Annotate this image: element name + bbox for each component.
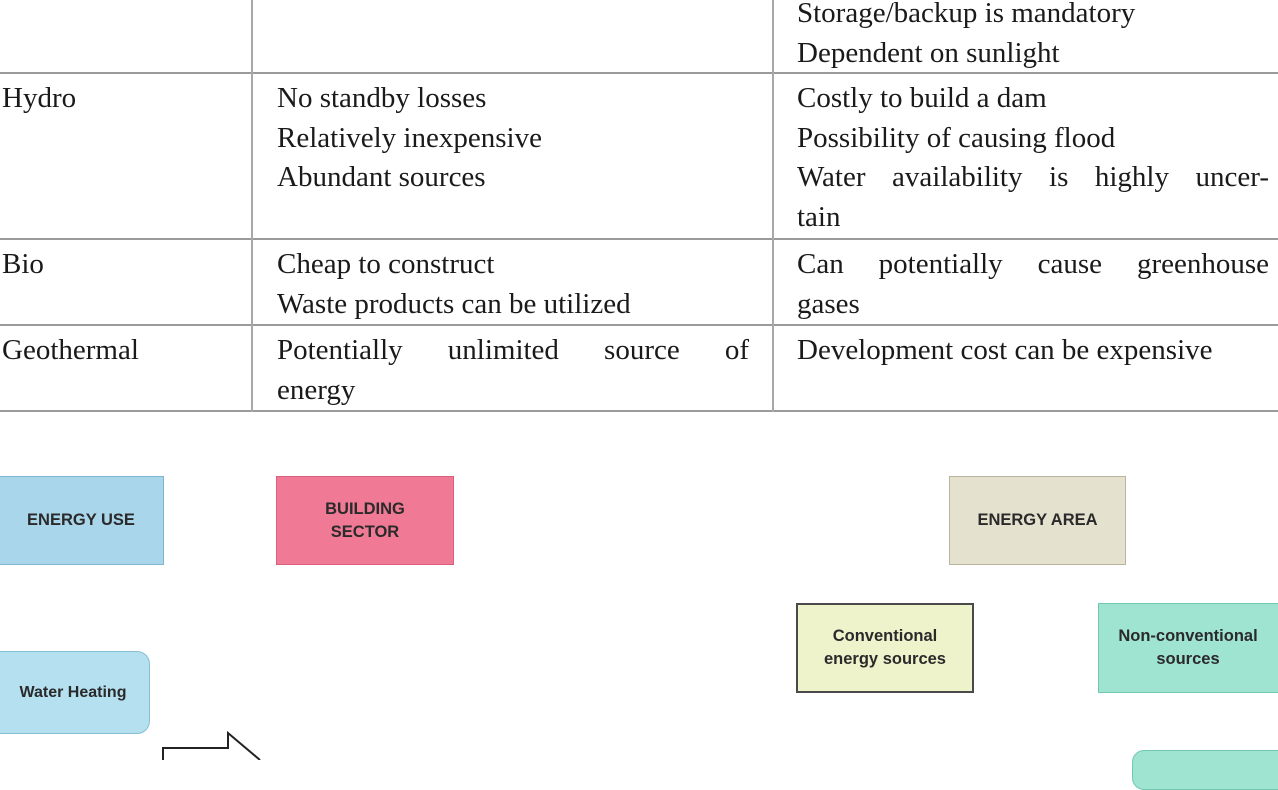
non-conventional-sources-box: Non-conventional sources — [1098, 603, 1278, 693]
cell-line: No standby losses — [277, 82, 487, 114]
cell-line: Bio — [2, 248, 44, 280]
box-label: ENERGY USE — [27, 511, 135, 529]
block-arrow-outline — [162, 730, 261, 760]
row-divider — [0, 238, 1278, 240]
box-label: Water Heating — [19, 684, 127, 701]
conventional-energy-sources-box: Conventional energy sources — [796, 603, 974, 693]
energy-use-box: ENERGY USE — [0, 476, 164, 565]
box-label-line: Non-conventional — [1118, 627, 1258, 645]
row-hydro-disadvantages: Costly to build a dam Possibility of cau… — [797, 79, 1269, 237]
row-bio-source: Bio — [2, 245, 44, 285]
row-solar-disadvantages: Storage/backup is mandatory Dependent on… — [797, 0, 1135, 73]
box-label-line: energy sources — [824, 650, 946, 668]
cell-line: gases — [797, 287, 860, 320]
cell-line: Dependent on sunlight — [797, 36, 1060, 69]
cell-line: Abundant sources — [277, 161, 486, 193]
water-heating-box: Water Heating — [0, 651, 150, 734]
box-label-line: Conventional — [832, 627, 938, 645]
cell-line: Geothermal — [2, 334, 139, 366]
row-hydro-source: Hydro — [2, 79, 76, 119]
box-label-line: BUILDING — [325, 499, 405, 518]
cell-line: Hydro — [2, 82, 77, 114]
box-label: Conventional energy sources — [824, 625, 946, 671]
row-geothermal-source: Geothermal — [2, 331, 139, 371]
cell-line: Costly to build a dam — [797, 82, 1047, 114]
cell-line: energy — [277, 373, 356, 406]
cell-line: Development cost can be expensive — [797, 334, 1213, 366]
cell-line: Possibility of causing flood — [797, 121, 1116, 154]
cell-line: tain — [797, 200, 841, 233]
row-geothermal-disadvantages: Development cost can be expensive — [797, 331, 1213, 371]
row-divider — [0, 324, 1278, 326]
box-label: BUILDING SECTOR — [325, 498, 405, 544]
cell-line: Storage/backup is mandatory — [797, 0, 1136, 29]
column-divider — [251, 0, 253, 412]
energy-sources-table: Storage/backup is mandatory Dependent on… — [0, 0, 1278, 412]
row-bio-advantages: Cheap to construct Waste products can be… — [277, 245, 631, 324]
box-label: Non-conventional sources — [1118, 625, 1257, 671]
cell-line: Relatively inexpensive — [277, 121, 542, 154]
cell-line: Cheap to construct — [277, 248, 495, 280]
cell-line: Can potentially cause greenhouse — [797, 248, 1269, 280]
box-label-line: sources — [1156, 650, 1220, 668]
partial-box-bottom-right — [1132, 750, 1278, 790]
column-divider — [772, 0, 774, 412]
row-hydro-advantages: No standby losses Relatively inexpensive… — [277, 79, 542, 198]
row-divider — [0, 72, 1278, 74]
building-sector-box: BUILDING SECTOR — [276, 476, 454, 565]
table-bottom-rule — [0, 410, 1278, 412]
box-label: ENERGY AREA — [977, 511, 1098, 529]
row-geothermal-advantages: Potentially unlimited source of energy — [277, 331, 749, 410]
cell-line: Waste products can be utilized — [277, 287, 631, 320]
cell-line: Water availability is highly uncer- — [797, 161, 1269, 193]
box-label-line: SECTOR — [330, 522, 400, 541]
cell-line: Potentially unlimited source of — [277, 334, 749, 366]
row-bio-disadvantages: Can potentially cause greenhouse gases — [797, 245, 1269, 324]
energy-area-box: ENERGY AREA — [949, 476, 1126, 565]
